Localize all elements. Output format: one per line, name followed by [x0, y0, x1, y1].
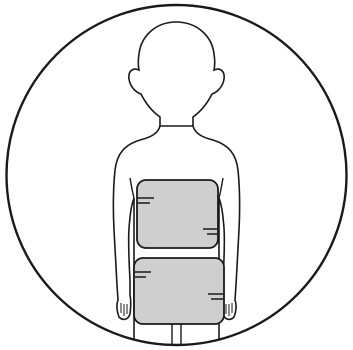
pelvis-wrap	[134, 258, 224, 324]
torso-wrap	[137, 180, 218, 248]
